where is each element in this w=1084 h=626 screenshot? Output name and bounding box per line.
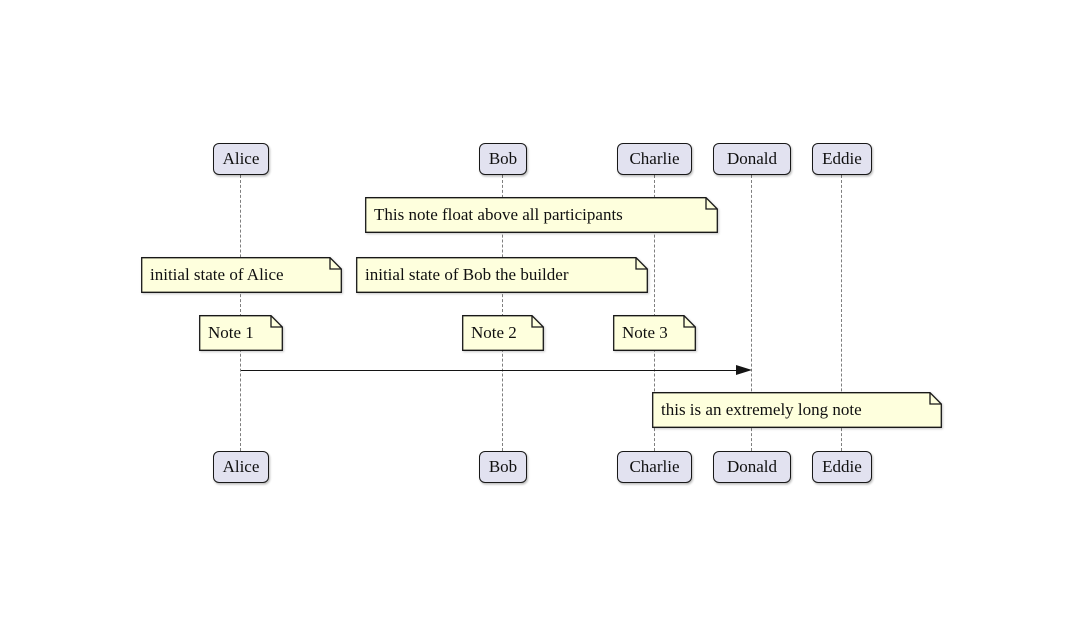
note-floating: This note float above all participants: [365, 197, 718, 233]
message-arrow-line: [241, 370, 738, 372]
note-text: initial state of Alice: [150, 265, 284, 284]
participant-bob-bottom: Bob: [479, 451, 527, 483]
participant-bob-top: Bob: [479, 143, 527, 175]
participant-label: Alice: [222, 457, 260, 476]
message-arrowhead-icon: [736, 365, 752, 376]
lifeline-charlie: [653, 175, 655, 451]
participant-label: Alice: [222, 149, 260, 168]
participant-donald-top: Donald: [713, 143, 791, 175]
lifeline-eddie: [841, 175, 842, 451]
participant-label: Bob: [488, 149, 518, 168]
participant-eddie-bottom: Eddie: [812, 451, 872, 483]
note-extremely-long: this is an extremely long note: [652, 392, 942, 428]
note-text: This note float above all participants: [374, 205, 623, 224]
note-text: Note 1: [208, 323, 254, 342]
participant-label: Eddie: [822, 149, 862, 168]
note-2: Note 2: [462, 315, 544, 351]
note-3: Note 3: [613, 315, 696, 351]
note-initial-bob: initial state of Bob the builder: [356, 257, 648, 293]
lifeline-donald: [751, 175, 752, 451]
participant-alice-top: Alice: [213, 143, 269, 175]
note-text: Note 3: [622, 323, 668, 342]
note-text: this is an extremely long note: [661, 400, 862, 419]
note-text: initial state of Bob the builder: [365, 265, 569, 284]
participant-label: Donald: [726, 149, 778, 168]
participant-label: Charlie: [629, 457, 680, 476]
lifeline-bob: [502, 175, 503, 451]
note-initial-alice: initial state of Alice: [141, 257, 342, 293]
participant-donald-bottom: Donald: [713, 451, 791, 483]
participant-label: Bob: [488, 457, 518, 476]
participant-charlie-top: Charlie: [617, 143, 692, 175]
lifeline-alice: [240, 175, 241, 451]
participant-label: Eddie: [822, 457, 862, 476]
participant-label: Charlie: [629, 149, 680, 168]
participant-eddie-top: Eddie: [812, 143, 872, 175]
participant-charlie-bottom: Charlie: [617, 451, 692, 483]
note-text: Note 2: [471, 323, 517, 342]
participant-alice-bottom: Alice: [213, 451, 269, 483]
note-1: Note 1: [199, 315, 283, 351]
participant-label: Donald: [726, 457, 778, 476]
